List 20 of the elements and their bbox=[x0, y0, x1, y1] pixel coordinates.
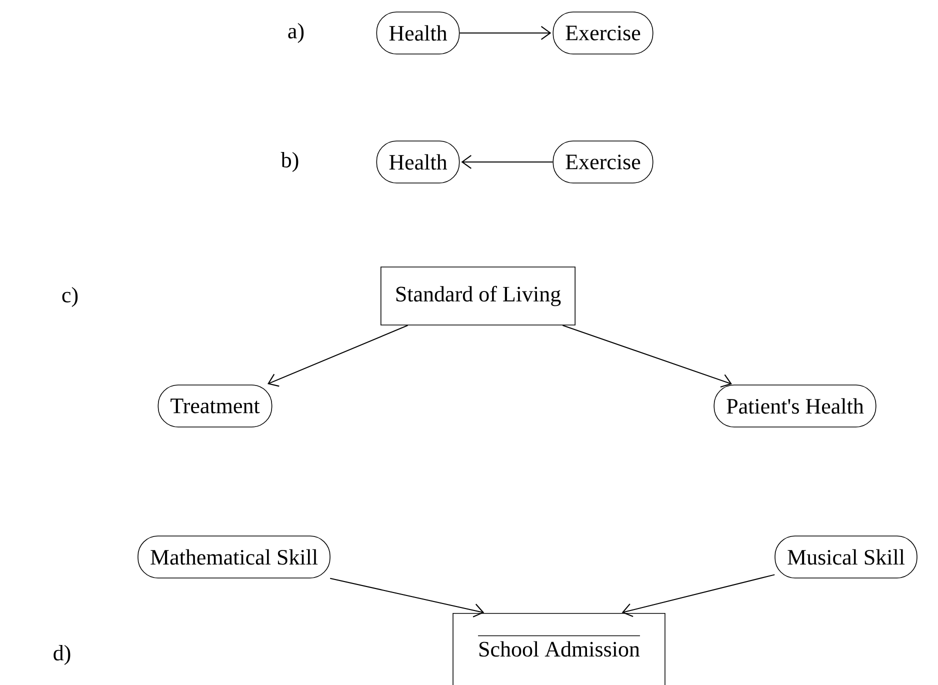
rounded-node: Health bbox=[376, 140, 460, 184]
arrow bbox=[461, 155, 554, 169]
arrow bbox=[459, 26, 552, 40]
rounded-node: Exercise bbox=[552, 12, 654, 54]
rounded-node: Health bbox=[376, 12, 460, 54]
rectangle-node: Standard of Living bbox=[380, 266, 576, 326]
rounded-node: Mathematical Skill bbox=[138, 536, 330, 578]
rounded-node: Patient's Health bbox=[714, 384, 876, 428]
rounded-node: Musical Skill bbox=[774, 536, 918, 578]
rounded-node: Exercise bbox=[552, 140, 654, 184]
arrow bbox=[562, 324, 732, 388]
panel-label: d) bbox=[54, 645, 70, 665]
rectangle-node: School Admission bbox=[452, 612, 666, 685]
panel-label: c) bbox=[62, 287, 78, 307]
rounded-node: Treatment bbox=[158, 384, 272, 428]
panel-label: b) bbox=[280, 152, 298, 172]
arrow bbox=[330, 578, 484, 618]
panel-label: a) bbox=[288, 23, 304, 43]
arrow bbox=[267, 324, 408, 387]
arrow bbox=[622, 574, 776, 618]
